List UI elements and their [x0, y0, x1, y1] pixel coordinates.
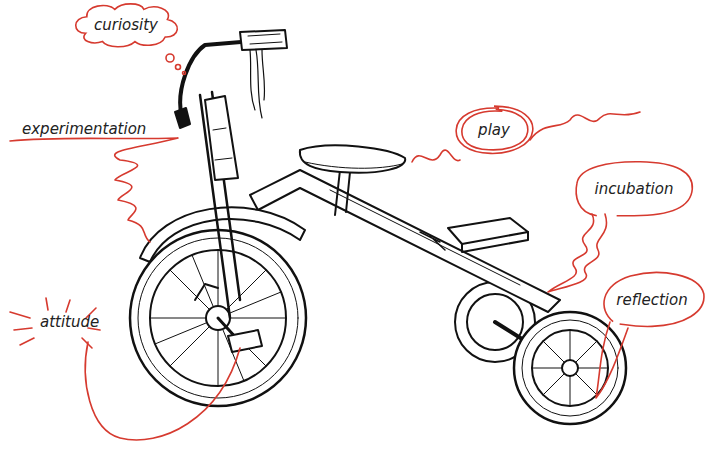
outline-stroke — [462, 109, 528, 150]
outline-stroke — [604, 273, 704, 327]
concept-label: attitude — [40, 313, 99, 331]
outline-stroke — [456, 106, 533, 153]
outline-stroke — [576, 162, 692, 216]
outline-stroke — [76, 4, 178, 47]
node-text: play — [478, 122, 510, 139]
node-text: curiosity — [94, 17, 158, 34]
circled-word: play — [452, 104, 536, 156]
concept-label: experimentation — [22, 120, 146, 138]
node-text: incubation — [595, 181, 674, 198]
node-text: reflection — [616, 292, 687, 309]
thought-cloud: curiosity — [70, 2, 182, 48]
speech-bubble: incubation — [572, 160, 696, 218]
speech-bubble: reflection — [598, 270, 706, 330]
